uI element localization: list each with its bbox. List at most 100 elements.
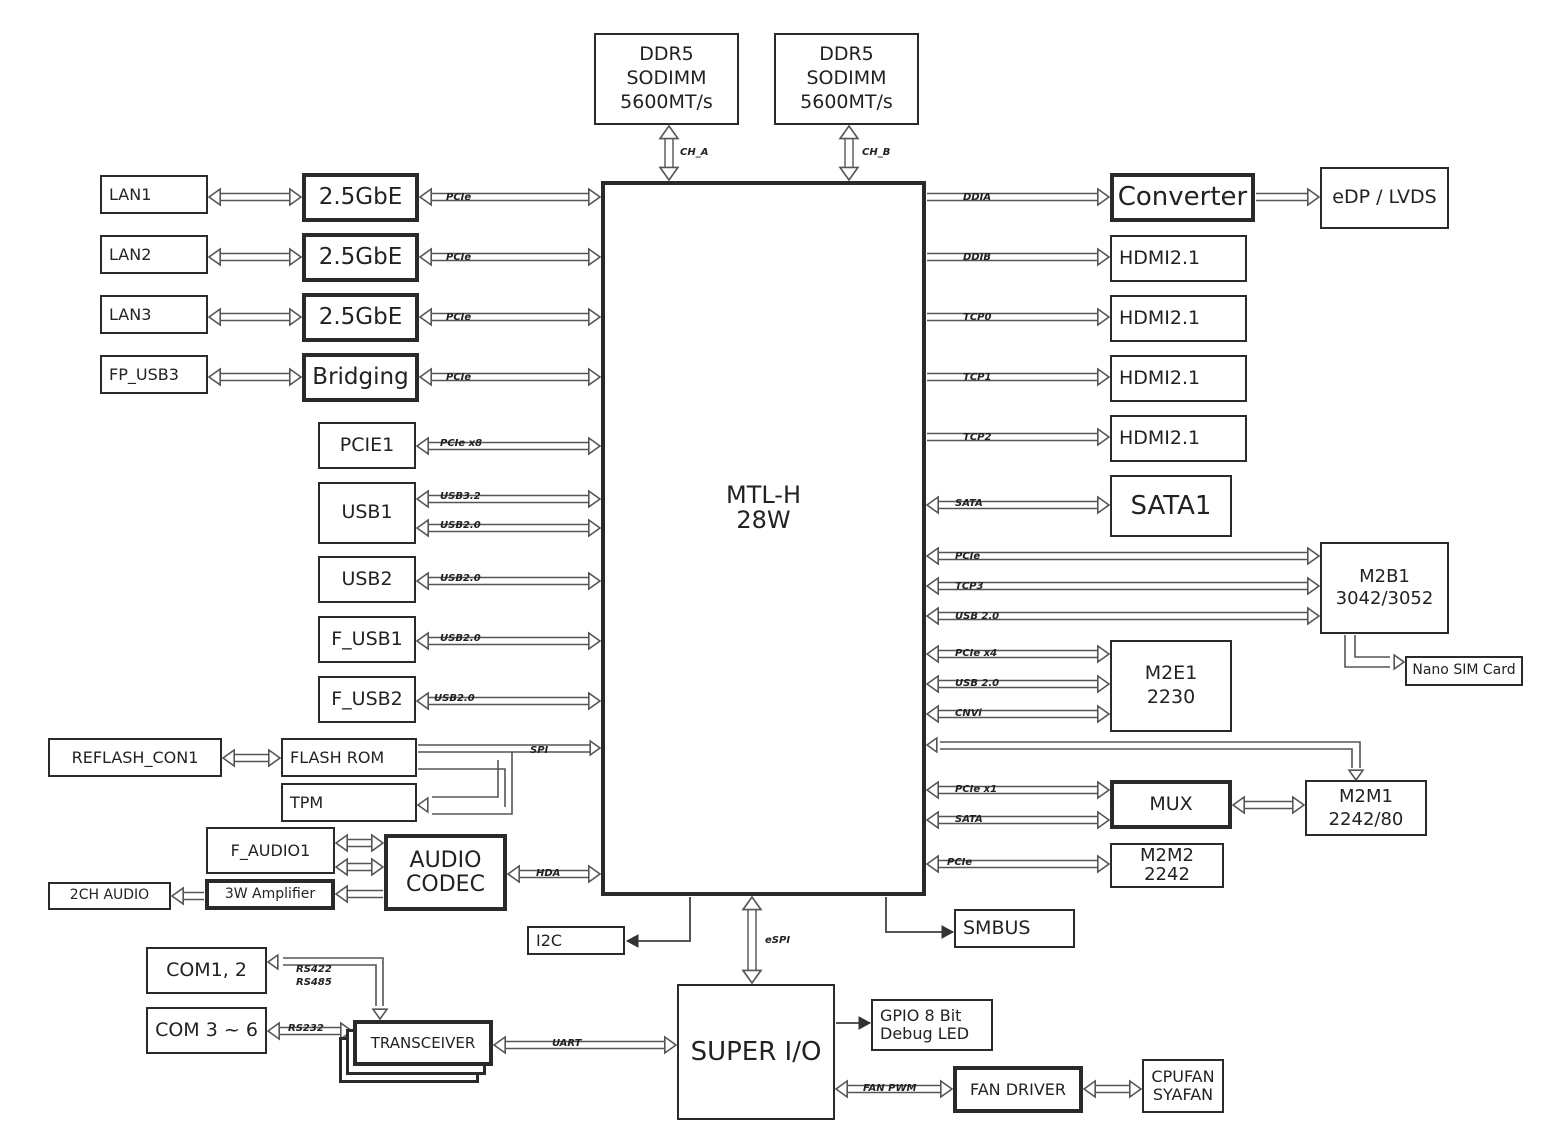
usb2-connector: USB2 xyxy=(318,556,416,603)
ddr5-sodimm-b: DDR5 SODIMM 5600MT/s xyxy=(774,33,919,125)
memory-channel-b-bus xyxy=(838,124,860,140)
fan-pwm-bus xyxy=(939,1079,954,1099)
usb20-bus-usb2 xyxy=(415,571,430,591)
sim-link xyxy=(1393,653,1406,671)
pcie-bus-2 xyxy=(587,247,602,267)
mux-pcie-bus xyxy=(925,780,940,800)
memory-channel-a-bus xyxy=(658,124,680,140)
label-pcie-bridging: PCIe xyxy=(446,372,472,383)
reflash-link xyxy=(221,748,235,768)
uart-bus xyxy=(663,1035,678,1055)
m2m2-bus xyxy=(925,854,940,874)
gbe-controller-2: 2.5GbE xyxy=(302,233,419,282)
m2b1-bus-2 xyxy=(1307,606,1321,626)
super-io-chip: SUPER I/O xyxy=(677,984,835,1120)
lan-link-1 xyxy=(207,187,221,207)
pcie1-slot: PCIE1 xyxy=(318,422,416,469)
pcie-m2m1-bus xyxy=(940,748,1353,768)
lan-link-1 xyxy=(288,187,303,207)
spi-bus xyxy=(432,760,499,798)
pcie-bus-3 xyxy=(418,307,433,327)
label-usb32: USB3.2 xyxy=(440,491,481,502)
f-usb1-header: F_USB1 xyxy=(318,616,416,663)
spi-bus xyxy=(432,752,513,815)
usb20-bus-fusb1 xyxy=(415,631,430,651)
label-ddia: DDIA xyxy=(963,192,992,203)
fan-link xyxy=(1082,1079,1096,1099)
gpio-debug-led: GPIO 8 Bit Debug LED xyxy=(871,999,993,1051)
fan-pwm-bus xyxy=(834,1079,849,1099)
i2c-bus xyxy=(627,897,691,942)
f-audio1-header: F_AUDIO1 xyxy=(206,827,335,874)
pcie-bus-1 xyxy=(418,187,433,207)
label-pcie-lan3: PCIe xyxy=(446,312,472,323)
display-bus-1 xyxy=(1097,247,1111,267)
m2e1-bus-1 xyxy=(1097,674,1111,694)
mux-m2m1-link xyxy=(1231,795,1245,815)
nano-sim-card: Nano SIM Card xyxy=(1405,656,1523,686)
pcie-m2m1-bus xyxy=(1347,769,1365,782)
label-m2b1-usb20: USB 2.0 xyxy=(955,611,1000,622)
fan-link xyxy=(1129,1079,1143,1099)
pcie-x8-bus xyxy=(415,436,430,456)
usb20-bus-usb1 xyxy=(415,518,430,538)
i2c-block: I2C xyxy=(527,926,625,955)
label-fan-pwm: FAN PWM xyxy=(863,1083,917,1094)
m2b1-bus-1 xyxy=(1307,576,1321,596)
pcie-bus-2 xyxy=(418,247,433,267)
m2e1-slot: M2E1 2230 xyxy=(1110,640,1232,732)
usb20-bus-fusb1 xyxy=(587,631,602,651)
m2b1-bus-2 xyxy=(925,606,940,626)
label-rs232: RS232 xyxy=(288,1023,324,1034)
sata1-connector: SATA1 xyxy=(1110,475,1232,537)
smbus-block: SMBUS xyxy=(954,909,1075,948)
label-m2e1-usb20: USB 2.0 xyxy=(955,678,1000,689)
espi-bus xyxy=(741,895,763,911)
cpu-name: MTL-H xyxy=(725,481,802,509)
rs422-bus xyxy=(283,957,384,1006)
usb20-bus-usb1 xyxy=(587,518,602,538)
lan-link-2 xyxy=(207,247,221,267)
edp-lvds-output: eDP / LVDS xyxy=(1320,167,1449,229)
label-tcp1: TCP1 xyxy=(963,372,992,383)
m2b1-slot: M2B1 3042/3052 xyxy=(1320,542,1449,634)
m2e1-bus-1 xyxy=(925,674,940,694)
hdmi-port-3: HDMI2.1 xyxy=(1110,355,1247,402)
converter-edp-link xyxy=(1307,187,1321,207)
label-m2e1-cnvi: CNVi xyxy=(955,708,982,719)
label-ch-a: CH_A xyxy=(680,147,709,158)
label-espi: eSPI xyxy=(765,935,791,946)
espi-bus xyxy=(741,969,763,985)
m2e1-bus-0 xyxy=(1097,644,1111,664)
audio-f-link-2 xyxy=(334,857,349,877)
smbus-line xyxy=(941,925,955,939)
display-bus-3 xyxy=(1097,367,1111,387)
smbus-line xyxy=(885,897,953,933)
display-bus-0 xyxy=(1097,187,1111,207)
label-sata: SATA xyxy=(955,498,983,509)
usb32-bus xyxy=(415,489,430,509)
pcie-m2m1-bus xyxy=(940,741,1361,768)
display-converter: Converter xyxy=(1110,173,1255,222)
pcie-bus-4 xyxy=(587,367,602,387)
mux-pcie-bus xyxy=(1097,780,1111,800)
lan-link-4 xyxy=(207,367,221,387)
label-pcie-lan2: PCIe xyxy=(446,252,472,263)
sim-link xyxy=(1354,635,1390,658)
m2m2-bus xyxy=(1097,854,1111,874)
label-tcp2: TCP2 xyxy=(963,432,992,443)
pcie-m2m1-bus xyxy=(925,736,938,754)
label-usb20-usb2: USB2.0 xyxy=(440,573,481,584)
label-tcp0: TCP0 xyxy=(963,312,992,323)
amp-out-link xyxy=(170,886,184,906)
audio-f-link xyxy=(370,833,385,853)
audio-2ch-output: 2CH AUDIO xyxy=(48,882,171,910)
label-usb20-fusb1: USB2.0 xyxy=(440,633,481,644)
fan-headers: CPUFAN SYAFAN xyxy=(1142,1059,1224,1113)
usb20-bus-fusb2 xyxy=(587,691,602,711)
pcie-x8-bus xyxy=(587,436,602,456)
reflash-connector: REFLASH_CON1 xyxy=(48,738,222,777)
uart-bus xyxy=(492,1035,507,1055)
label-m2m2-pcie: PCIe xyxy=(947,857,973,868)
label-hda: HDA xyxy=(536,868,561,879)
